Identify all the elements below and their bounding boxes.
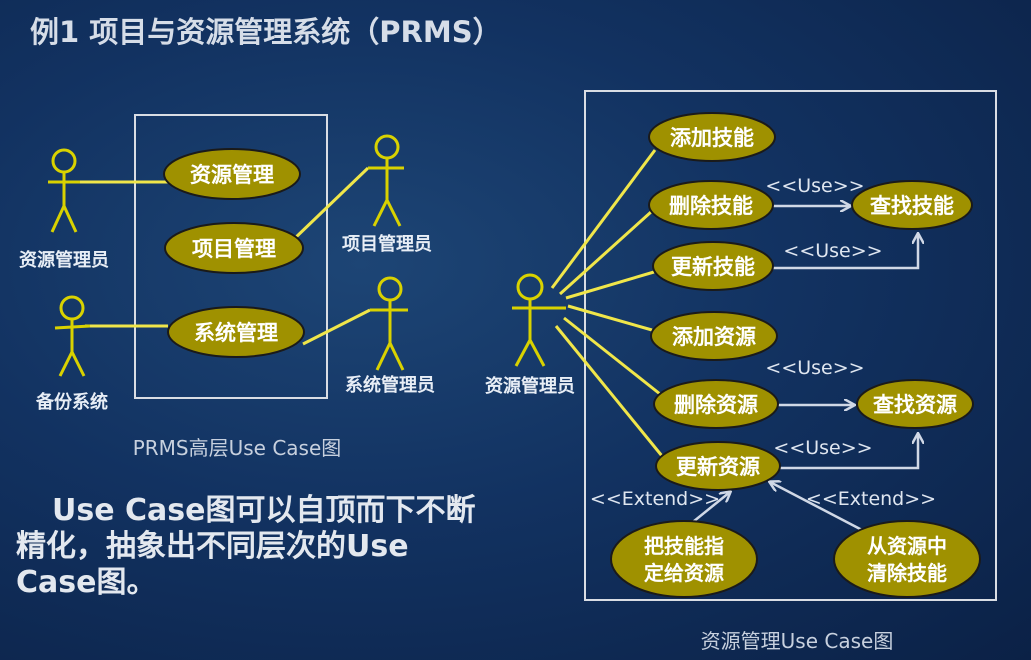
usecase-update-resource-label: 更新资源: [676, 455, 760, 479]
actor-system-manager-label: 系统管理员: [345, 374, 435, 396]
right-dependency-arrows: [682, 206, 918, 532]
relation-use-label-3: <<Use>>: [765, 357, 864, 379]
left-diagram-caption: PRMS高层Use Case图: [133, 436, 342, 460]
usecase-delete-resource-label: 删除资源: [674, 393, 758, 417]
usecase-resource-mgmt-label: 资源管理: [190, 163, 274, 187]
actor-project-manager-label: 项目管理员: [342, 233, 432, 255]
usecase-clear-skill-label-line2: 清除技能: [867, 561, 947, 585]
usecase-add-skill-label: 添加技能: [670, 126, 754, 150]
usecase-assign-skill-label-line2: 定给资源: [644, 561, 724, 585]
relation-extend-label-1: <<Extend>>: [590, 488, 720, 510]
actor-right-resource-manager-icon: [512, 273, 566, 367]
body-text-line3: Case图。: [16, 565, 156, 600]
usecase-assign-skill: 把技能指 定给资源: [610, 520, 758, 598]
right-diagram-caption: 资源管理Use Case图: [701, 629, 894, 653]
usecase-delete-skill: 删除技能: [648, 180, 774, 230]
usecase-delete-skill-label: 删除技能: [669, 194, 753, 218]
relation-use-label-1: <<Use>>: [765, 175, 864, 197]
usecase-update-skill: 更新技能: [652, 241, 774, 291]
usecase-add-resource: 添加资源: [650, 311, 778, 361]
usecase-system-mgmt-label: 系统管理: [194, 321, 278, 345]
actor-resource-manager-icon: [48, 148, 80, 233]
usecase-add-resource-label: 添加资源: [672, 325, 756, 349]
body-text-line1: Use Case图可以自顶而下不断: [52, 493, 475, 528]
usecase-update-resource: 更新资源: [655, 441, 781, 491]
usecase-find-resource-label: 查找资源: [873, 393, 957, 417]
body-text-line2: 精化，抽象出不同层次的Use: [16, 529, 409, 564]
usecase-project-mgmt-label: 项目管理: [192, 237, 276, 261]
usecase-add-skill: 添加技能: [648, 112, 776, 162]
usecase-find-resource: 查找资源: [856, 379, 974, 429]
usecase-update-skill-label: 更新技能: [671, 255, 755, 279]
relation-use-label-4: <<Use>>: [773, 437, 872, 459]
usecase-delete-resource: 删除资源: [653, 379, 779, 429]
actor-right-resource-manager-label: 资源管理员: [485, 375, 575, 397]
right-system-boundary: [584, 90, 997, 601]
usecase-system-mgmt: 系统管理: [167, 306, 305, 358]
left-system-boundary: [134, 114, 328, 399]
usecase-find-skill: 查找技能: [851, 180, 973, 230]
actor-backup-system-icon: [54, 295, 91, 377]
usecase-find-skill-label: 查找技能: [870, 194, 954, 218]
usecase-project-mgmt: 项目管理: [164, 222, 304, 274]
slide-title: 例1 项目与资源管理系统（PRMS）: [30, 15, 502, 49]
relation-extend-label-2: <<Extend>>: [806, 488, 936, 510]
actor-project-manager-icon: [368, 134, 404, 227]
actor-system-manager-icon: [370, 276, 408, 371]
usecase-clear-skill-label-line1: 从资源中: [867, 534, 947, 558]
usecase-resource-mgmt: 资源管理: [163, 148, 301, 200]
left-association-lines: [74, 166, 371, 346]
usecase-assign-skill-label-line1: 把技能指: [644, 534, 724, 558]
actor-resource-manager-label: 资源管理员: [19, 249, 109, 271]
usecase-clear-skill: 从资源中 清除技能: [833, 520, 981, 598]
actor-backup-system-label: 备份系统: [35, 391, 108, 413]
relation-use-label-2: <<Use>>: [783, 240, 882, 262]
right-association-lines: [550, 149, 664, 457]
